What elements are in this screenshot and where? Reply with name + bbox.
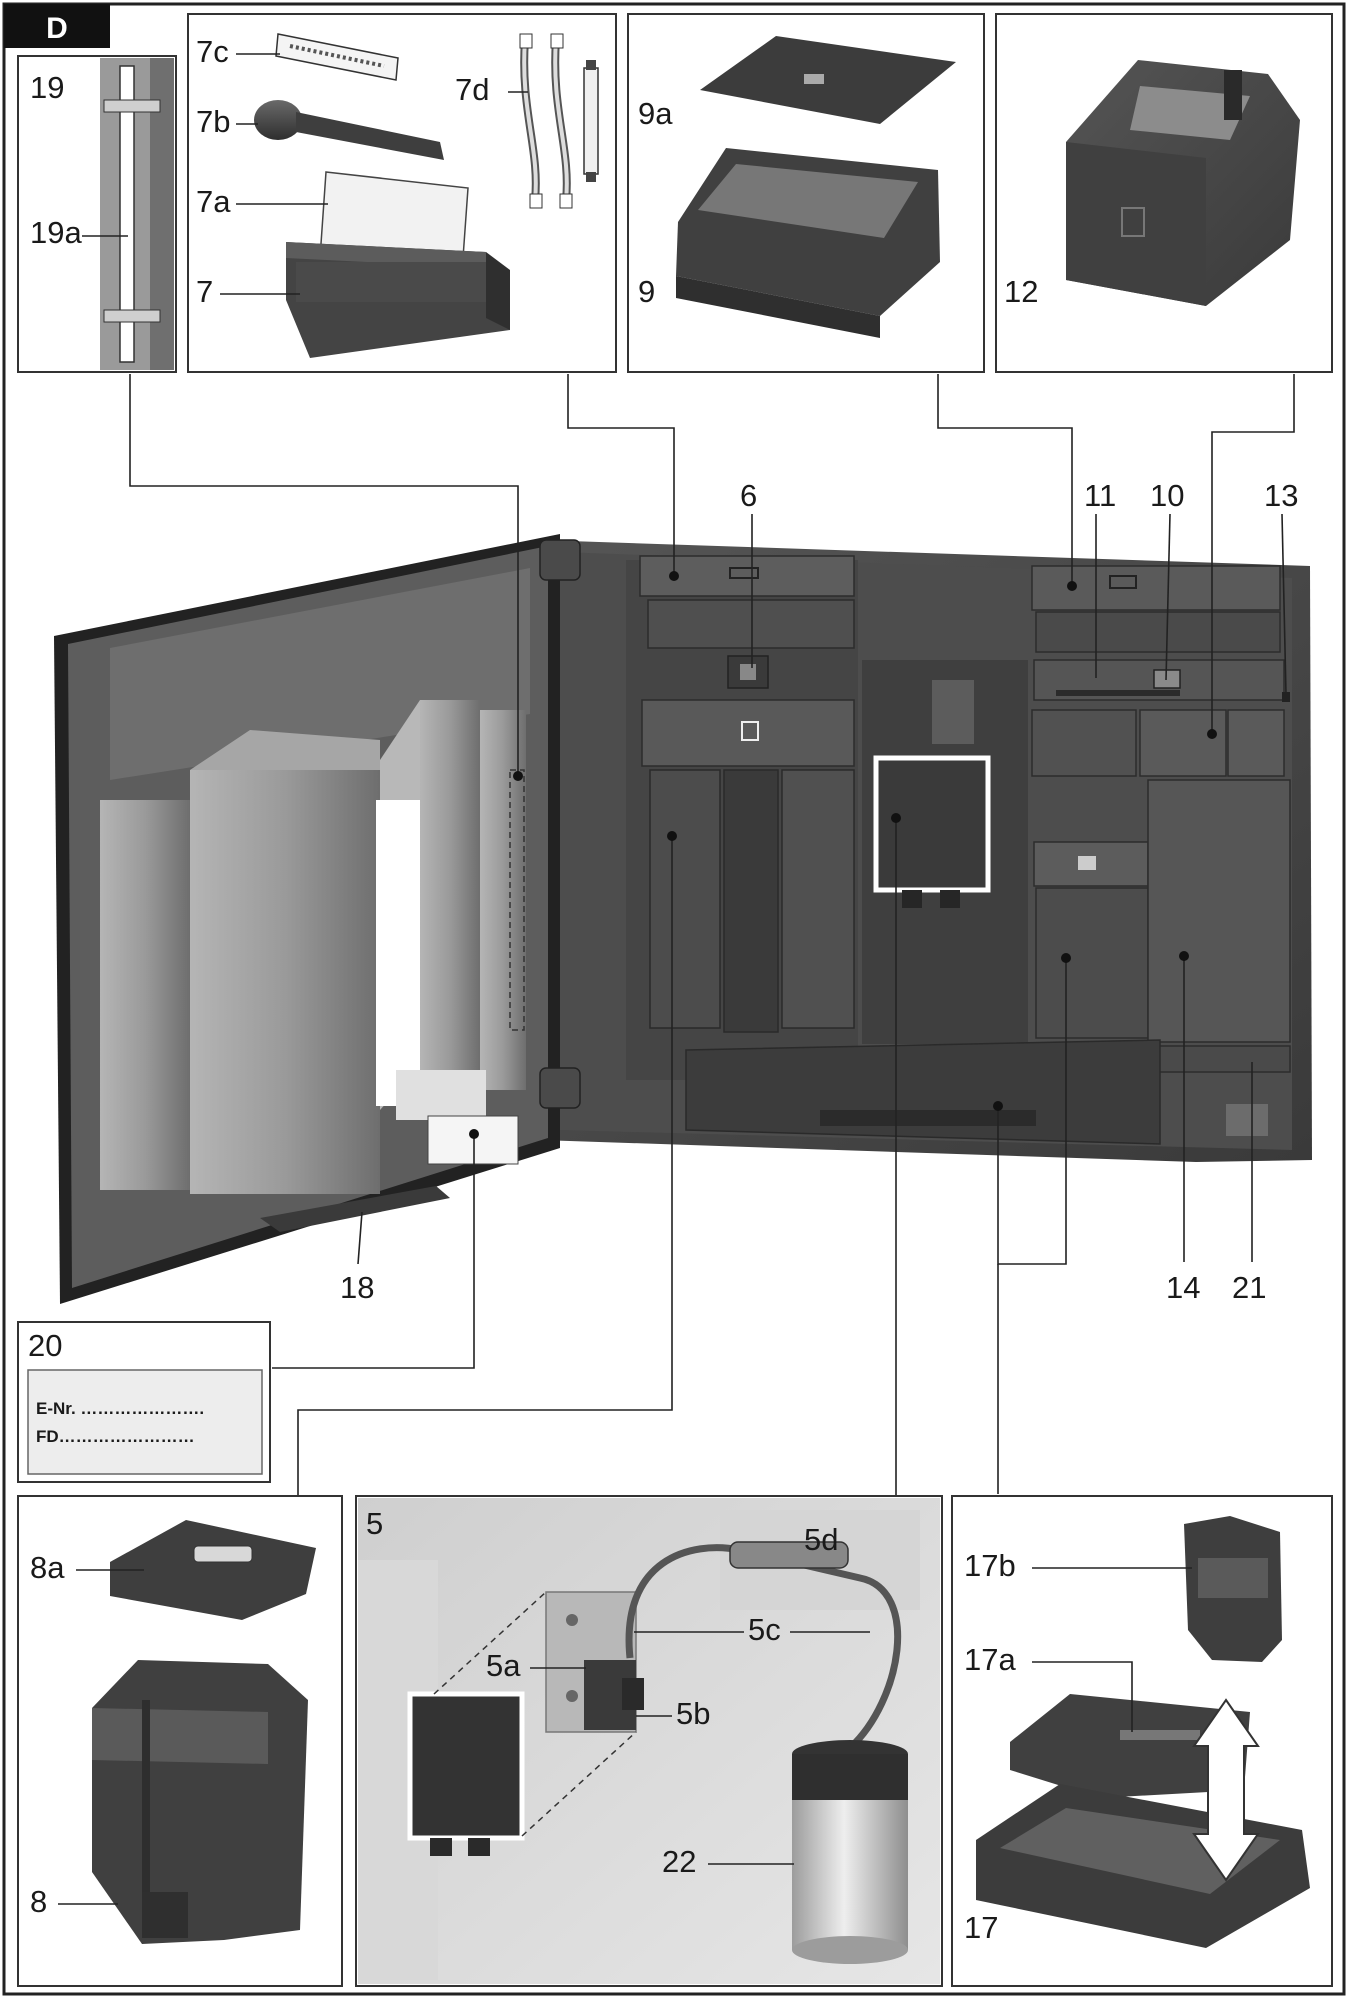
figure-badge: D [4,4,110,48]
label-5: 5 [366,1506,383,1541]
label-19a: 19a [30,215,82,250]
label-6: 6 [740,478,757,513]
panel-12-unit: 12 [995,13,1333,373]
label-9: 9 [638,274,655,309]
label-5c: 5c [748,1612,781,1647]
label-17b: 17b [964,1548,1016,1583]
rating-plate-fd: FD…………………… [36,1427,195,1446]
label-5a: 5a [486,1648,521,1683]
panel-19-door-detail: 19 19a [17,55,177,373]
figure-badge-text: D [46,12,68,45]
label-8: 8 [30,1884,47,1919]
label-9a: 9a [638,96,673,131]
panel-9-drip-tray: 9a 9 [627,13,985,373]
milk-hoses [519,33,599,209]
label-7b: 7b [196,104,230,139]
label-11: 11 [1084,478,1116,513]
test-strip [275,33,399,81]
label-8a: 8a [30,1550,65,1585]
open-door [54,534,581,1304]
label-5b: 5b [676,1696,710,1731]
label-7: 7 [196,274,213,309]
label-18: 18 [340,1270,374,1305]
label-20: 20 [28,1328,62,1363]
accessory-box [286,171,510,358]
label-12: 12 [1004,274,1038,309]
label-17: 17 [964,1910,998,1945]
label-7d: 7d [455,72,489,107]
label-10: 10 [1150,478,1184,513]
panel-8-container: 8a 8 [17,1495,343,1987]
label-7a: 7a [196,184,231,219]
label-22: 22 [662,1844,696,1879]
label-17a: 17a [964,1642,1016,1677]
panel-5-milk-system: 5 5d 5c 5a 5b 22 [355,1495,943,1987]
label-14: 14 [1166,1270,1200,1305]
panel-17-milk-module: 17b 17a 17 [951,1495,1333,1987]
label-5d: 5d [804,1522,838,1557]
panel-7-accessories: 7c 7b 7a 7 7d [187,13,617,373]
label-21: 21 [1232,1270,1266,1305]
leader-lines-main [129,374,1295,1496]
label-7c: 7c [196,34,229,69]
label-19: 19 [30,70,64,105]
measuring-spoon [254,100,444,160]
label-13: 13 [1264,478,1298,513]
panel-20-rating-plate: 20 E-Nr. …………………. FD…………………… [17,1321,271,1483]
main-appliance [540,540,1312,1162]
rating-plate-enr: E-Nr. …………………. [36,1399,204,1418]
